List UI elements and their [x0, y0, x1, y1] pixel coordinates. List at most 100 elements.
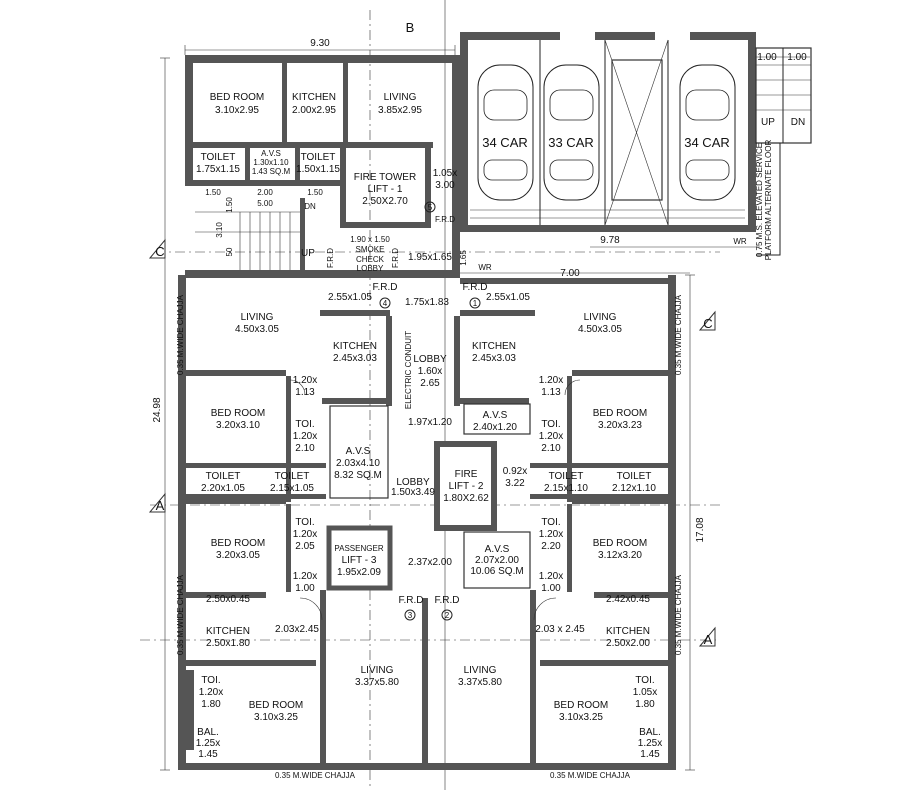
left-bal-a: 1.25x — [196, 738, 220, 749]
upper-avs-size: 1.30x1.10 — [253, 158, 289, 167]
external-stair — [755, 47, 812, 256]
right-kitchen2-name: KITCHEN — [606, 626, 650, 637]
left-bed3-size: 3.10x3.25 — [254, 712, 298, 723]
parking-dn-label: DN — [791, 117, 805, 128]
stair-dim-e: 1.50 — [225, 197, 234, 213]
right-toi2-name: TOI. — [541, 517, 560, 528]
platform-line-1: 0.75 M.S. ELEVATED SERVICE — [755, 143, 764, 257]
fire-lift-2-box — [434, 441, 497, 531]
platform-line-2: PLATFORM ALTERNATE FLOOR — [764, 140, 773, 261]
lobby2-name: LOBBY — [396, 477, 430, 488]
right-kitchen-name: KITCHEN — [472, 341, 516, 352]
left-pass1-a: 1.20x — [293, 375, 317, 386]
upper-toilet2-size: 1.50x1.15 — [296, 164, 340, 175]
right-toi3-a: 1.05x — [633, 687, 657, 698]
left-living-size: 4.50x3.05 — [235, 324, 279, 335]
left-toi3-name: TOI. — [201, 675, 220, 686]
left-kitchen-size: 2.45x3.03 — [333, 353, 377, 364]
frd1-num: 1 — [473, 299, 478, 308]
car-3 — [679, 64, 736, 201]
upper-kitchen-size: 2.00x2.95 — [292, 105, 336, 116]
section-markers: C C A A B — [148, 20, 716, 647]
stair-width-dim-1: 1.00 — [757, 52, 777, 63]
left-height-dim: 24.98 — [152, 397, 163, 422]
frd-vertical-1: F.R.D — [326, 248, 335, 268]
upper-living-size: 3.85x2.95 — [378, 105, 422, 116]
frd5-num: 5 — [428, 203, 433, 212]
upper-bedroom-size: 3.10x2.95 — [215, 105, 259, 116]
right-living2-name: LIVING — [464, 665, 497, 676]
left-toi3-a: 1.20x — [199, 687, 223, 698]
right-kitchen-size: 2.45x3.03 — [472, 353, 516, 364]
wr-label-1: WR — [733, 237, 747, 246]
frd4-size: 2.55x1.05 — [328, 292, 372, 303]
passenger-lift-label: LIFT - 3 — [342, 555, 377, 566]
parking-up-label: UP — [761, 117, 775, 128]
left-avs-size: 2.03x4.10 — [336, 458, 380, 469]
left-balcony-dim: 2.50x0.45 — [206, 594, 250, 605]
left-toilet-b-size: 2.15x1.05 — [270, 483, 314, 494]
right-toi1-b: 2.10 — [541, 443, 561, 454]
upper-toilet1-size: 1.75x1.15 — [196, 164, 240, 175]
right-bed2-size: 3.12x3.20 — [598, 550, 642, 561]
fire-lift-name: FIRE — [455, 469, 478, 480]
right-living-size: 4.50x3.05 — [578, 324, 622, 335]
upper-toilet1-name: TOILET — [201, 152, 236, 163]
left-toilet-a-size: 2.20x1.05 — [201, 483, 245, 494]
smoke-size: 1.90 x 1.50 — [350, 235, 390, 244]
stair-dn-label: DN — [304, 202, 316, 211]
left-passage: 2.03x2.45 — [275, 624, 319, 635]
stair-dim-f: 3.10 — [215, 222, 224, 238]
left-avs-area: 8.32 SQ.M — [334, 470, 382, 481]
left-bed3-name: BED ROOM — [249, 700, 303, 711]
wr-label-2: WR — [478, 263, 492, 272]
section-b-top: B — [406, 20, 415, 35]
avs-bottom-size: 2.07x2.00 — [475, 555, 519, 566]
fire-tower-lift: LIFT - 1 — [368, 184, 403, 195]
right-bed1-size: 3.20x3.23 — [598, 420, 642, 431]
shaft-size-1: 1.05x — [433, 168, 457, 179]
chajja-right-bottom: 0.35 M.WIDE CHAJJA — [674, 574, 683, 655]
stair-dim-a: 1.50 — [205, 188, 221, 197]
frd2-num: 2 — [445, 611, 450, 620]
left-bed2-name: BED ROOM — [211, 538, 265, 549]
core-dim-092: 0.92x — [503, 466, 527, 477]
right-toilet-a-name: TOILET — [549, 471, 584, 482]
upper-living-name: LIVING — [384, 92, 417, 103]
right-bal-name: BAL. — [639, 727, 661, 738]
main-width-dim: 7.00 — [560, 268, 580, 279]
frd4-num: 4 — [383, 299, 388, 308]
stair-dim-d: 5.00 — [257, 199, 273, 208]
left-toi2-b: 2.05 — [295, 541, 315, 552]
car-2-label: 33 CAR — [548, 135, 594, 150]
chajja-left-bottom: 0.35 M.WIDE CHAJJA — [176, 574, 185, 655]
core-corridor-size: 2.37x2.00 — [408, 557, 452, 568]
right-toi3-b: 1.80 — [635, 699, 655, 710]
right-living2-size: 3.37x5.80 — [458, 677, 502, 688]
right-living-name: LIVING — [584, 312, 617, 323]
right-bal-a: 1.25x — [638, 738, 662, 749]
left-avs-name: A.V.S — [346, 446, 371, 457]
frd1-label: F.R.D — [463, 282, 488, 293]
right-toilet-b-size: 2.12x1.10 — [612, 483, 656, 494]
left-kitchen-name: KITCHEN — [333, 341, 377, 352]
fire-lift-label: LIFT - 2 — [449, 481, 484, 492]
upper-bedroom-name: BED ROOM — [210, 92, 264, 103]
right-bed1-name: BED ROOM — [593, 408, 647, 419]
left-living2-name: LIVING — [361, 665, 394, 676]
section-c-left: C — [155, 244, 164, 259]
smoke-l1: SMOKE — [356, 245, 385, 254]
electric-conduit: ELECTRIC CONDUIT — [404, 331, 413, 409]
car-1 — [477, 64, 534, 201]
stair-dim-g: 50 — [225, 247, 234, 256]
frd5-label: F.R.D — [435, 215, 455, 224]
car-1-label: 34 CAR — [482, 135, 528, 150]
fire-lift-size: 1.80X2.62 — [443, 493, 489, 504]
passenger-lift-name: PASSENGER — [334, 544, 383, 553]
left-toi2-a: 1.20x — [293, 529, 317, 540]
right-balcony-dim: 2.42x0.45 — [606, 594, 650, 605]
section-c-right: C — [703, 316, 712, 331]
left-toi3-b: 1.80 — [201, 699, 221, 710]
parking-block — [460, 32, 756, 232]
left-toi1-a: 1.20x — [293, 431, 317, 442]
